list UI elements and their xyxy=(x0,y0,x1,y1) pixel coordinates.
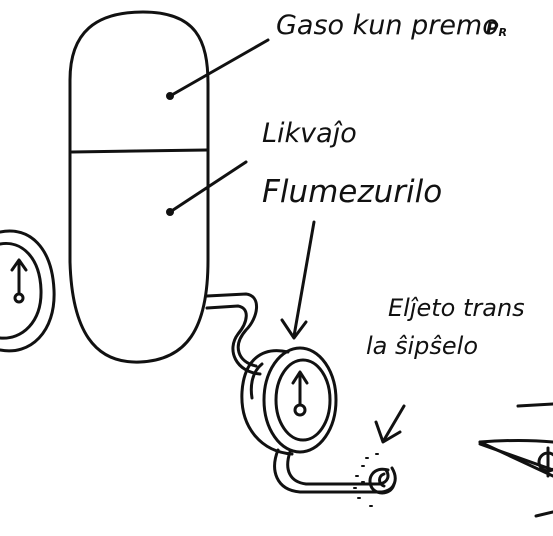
nozzle-icon xyxy=(353,453,396,507)
liquid-label: Likvaĵo xyxy=(262,118,357,149)
ejection-label-line1: Elĵeto trans xyxy=(388,294,525,322)
left-gauge-icon xyxy=(0,229,56,353)
flowmeter-gauge-icon xyxy=(240,346,338,456)
gas-label: Gaso kun premo xyxy=(276,10,499,41)
liquid-leader xyxy=(168,160,248,214)
ejection-arrow xyxy=(382,404,406,442)
ejection-label-line2: la ŝipŝelo xyxy=(366,332,478,360)
outlet-pipe xyxy=(273,448,397,494)
tank xyxy=(68,10,210,364)
pressure-symbol: PR xyxy=(486,19,507,39)
feed-pipe xyxy=(205,292,262,376)
right-satellite-icon xyxy=(478,402,553,518)
flowmeter-label: Flumezurilo xyxy=(262,174,442,210)
liquid-surface-line xyxy=(70,148,209,154)
spray-dots xyxy=(353,453,379,507)
gas-leader xyxy=(168,38,270,98)
flowmeter-arrow xyxy=(292,220,316,338)
leader-lines xyxy=(168,38,406,444)
